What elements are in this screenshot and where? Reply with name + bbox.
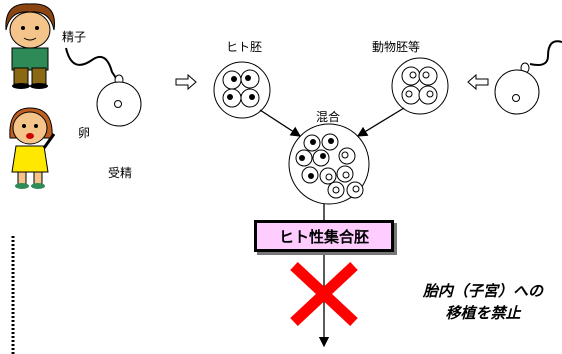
boy-figure-icon	[5, 3, 55, 89]
animal-embryo-icon	[391, 57, 449, 115]
human-embryo-icon	[213, 61, 271, 119]
aggregate-embryo-box: ヒト性集合胚	[254, 220, 394, 252]
arrow-human-to-mix	[259, 109, 302, 137]
human-embryo-label: ヒト胚	[226, 40, 263, 54]
sperm-tail-left	[65, 47, 117, 79]
prohibition-line-2: 移植を禁止	[445, 304, 521, 322]
aggregate-embryo-label: ヒト性集合胚	[278, 227, 369, 246]
egg-nucleus-right	[512, 94, 520, 102]
sperm-label: 精子	[62, 30, 87, 44]
girl-figure-icon	[9, 107, 56, 189]
hollow-arrow-left-icon	[467, 73, 489, 91]
arrow-animal-to-mix	[356, 107, 405, 137]
mixing-label: 混合	[316, 110, 341, 124]
egg-label: 卵	[78, 126, 91, 140]
egg-nucleus-left	[114, 100, 122, 108]
egg-cell-right	[494, 69, 540, 115]
hollow-arrow-right-icon	[175, 73, 197, 91]
prohibition-line-1: 胎内（子宮）への	[422, 282, 543, 300]
fertilization-label: 受精	[108, 166, 133, 180]
animal-embryo-label: 動物胚等	[372, 40, 421, 54]
prohibited-cross-icon	[290, 261, 358, 327]
prohibition-note: 胎内（子宮）への 移植を禁止	[408, 280, 558, 324]
sperm-tail-right	[529, 40, 562, 66]
aggregate-embryo-icon	[288, 123, 370, 205]
